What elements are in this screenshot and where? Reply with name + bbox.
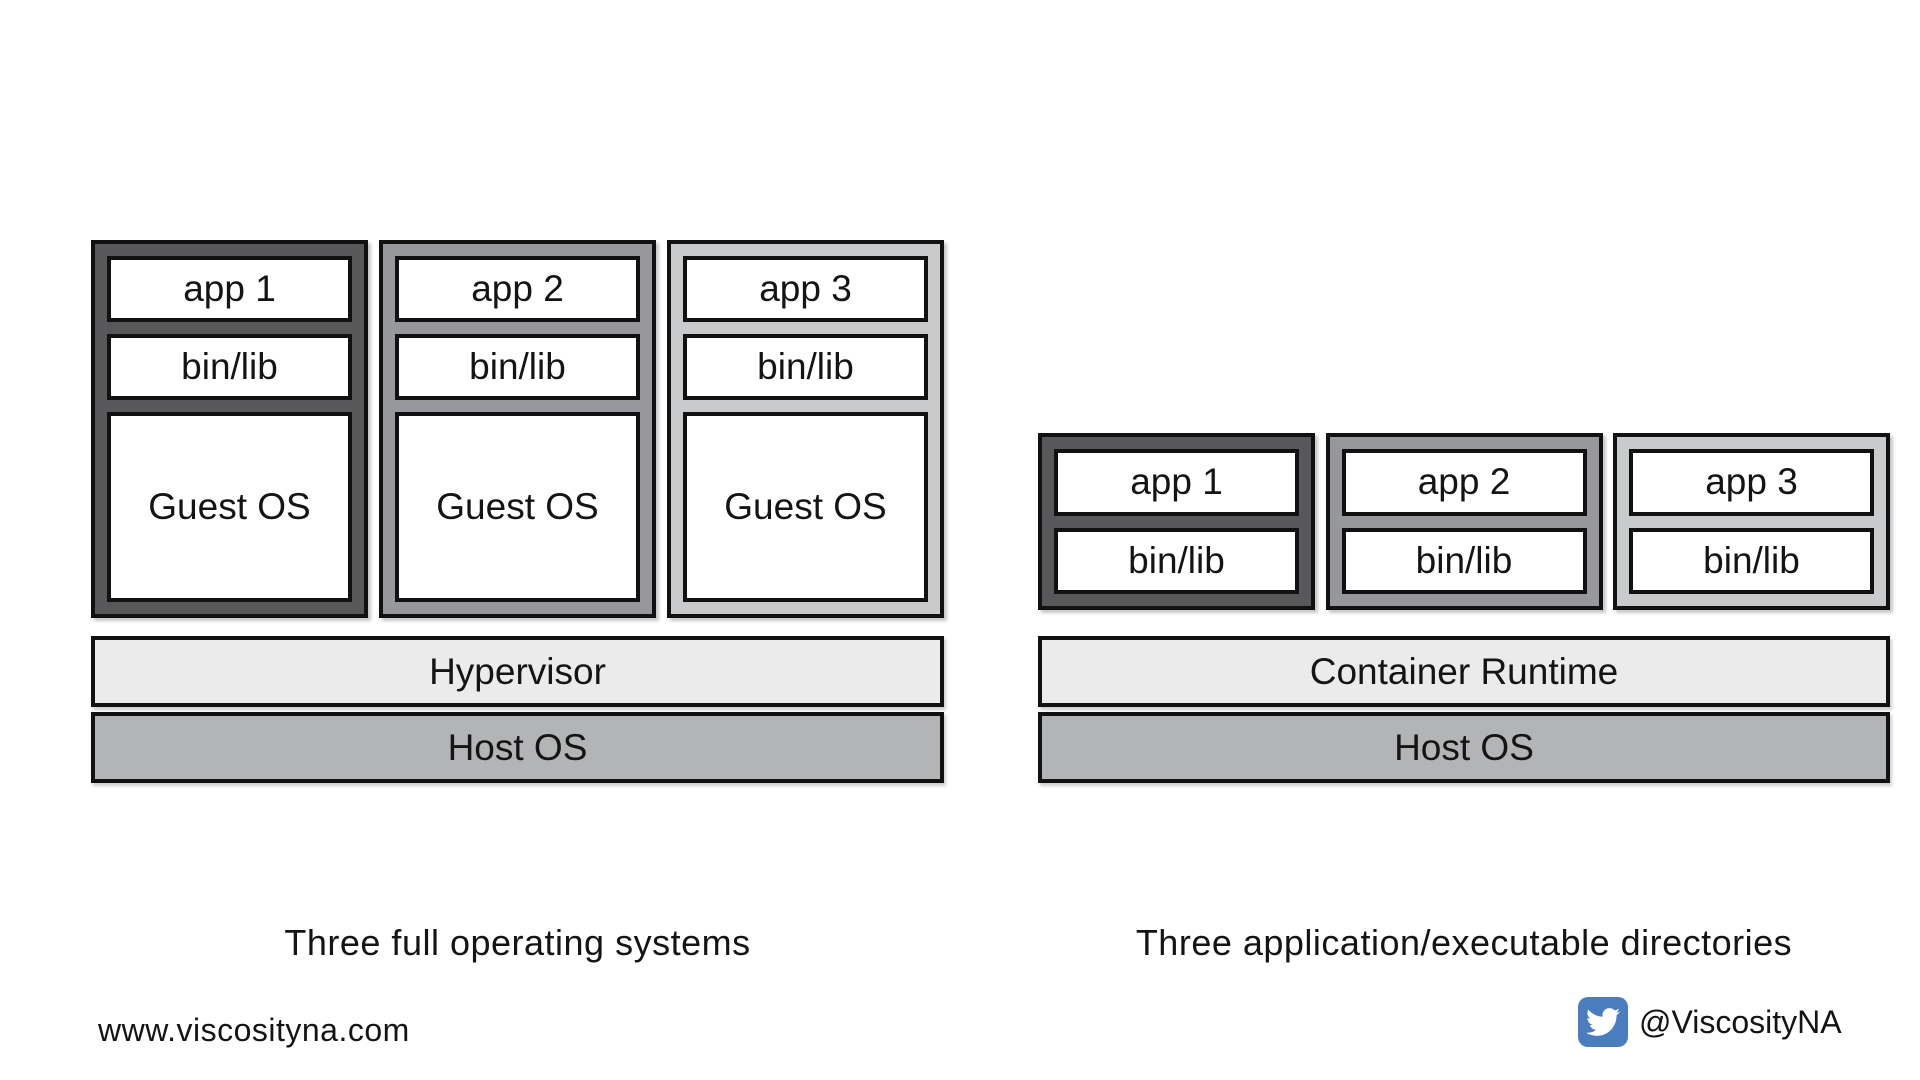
ct2-app-box: app 2 — [1341, 449, 1587, 516]
vm1-guestos-box: Guest OS — [107, 412, 352, 602]
container-runtime-bar: Container Runtime — [1038, 636, 1890, 707]
vm1-binlib-box: bin/lib — [107, 334, 352, 400]
container-stacks-row: app 1 bin/lib app 2 bin/lib app 3 bin/li… — [1038, 433, 1890, 610]
vm-stacks-row: app 1 bin/lib Guest OS app 2 bin/lib Gue… — [91, 240, 944, 618]
vm3-guestos-box: Guest OS — [683, 412, 928, 602]
vm3-app-box: app 3 — [683, 256, 928, 322]
vm-host-os-bar: Host OS — [91, 712, 944, 783]
website-url: www.viscosityna.com — [98, 1012, 410, 1048]
container-stack-3: app 3 bin/lib — [1613, 433, 1890, 610]
vm3-binlib-box: bin/lib — [683, 334, 928, 400]
container-stack-2: app 2 bin/lib — [1325, 433, 1603, 610]
vm-stack-3: app 3 bin/lib Guest OS — [667, 240, 944, 618]
ct1-app-box: app 1 — [1054, 449, 1299, 516]
container-caption: Three application/executable directories — [1135, 922, 1793, 963]
twitter-handle: @ViscosityNA — [1639, 1003, 1842, 1040]
vm2-guestos-box: Guest OS — [395, 412, 640, 602]
vm-caption: Three full operating systems — [284, 922, 751, 963]
vm2-binlib-box: bin/lib — [395, 334, 640, 400]
vm-stack-1: app 1 bin/lib Guest OS — [91, 240, 368, 618]
twitter-bird-icon — [1578, 997, 1628, 1047]
container-host-os-bar: Host OS — [1038, 712, 1890, 783]
ct3-app-box: app 3 — [1629, 449, 1874, 516]
container-stack-1: app 1 bin/lib — [1038, 433, 1315, 610]
vm1-app-box: app 1 — [107, 256, 352, 322]
twitter-handle-group: @ViscosityNA — [1578, 997, 1842, 1047]
hypervisor-bar: Hypervisor — [91, 636, 944, 707]
ct2-binlib-box: bin/lib — [1341, 527, 1587, 594]
ct1-binlib-box: bin/lib — [1054, 527, 1299, 594]
ct3-binlib-box: bin/lib — [1629, 527, 1874, 594]
vm2-app-box: app 2 — [395, 256, 640, 322]
vm-stack-2: app 2 bin/lib Guest OS — [379, 240, 656, 618]
